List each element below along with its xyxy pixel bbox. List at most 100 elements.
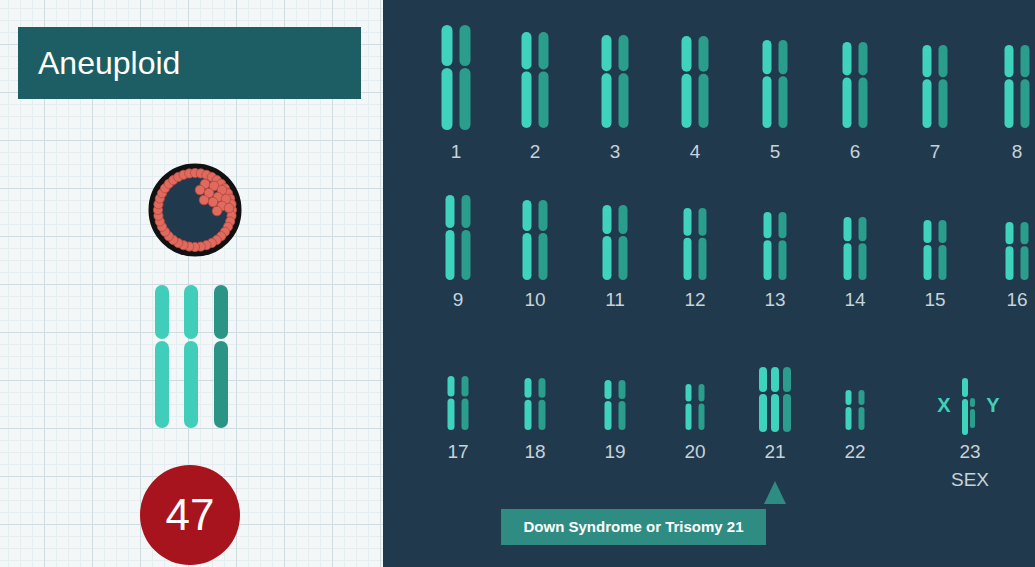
chromatid-arm <box>1021 246 1029 280</box>
chromatid-arm <box>1005 79 1014 128</box>
chromatid-arm <box>522 32 532 69</box>
cell-granule <box>195 185 205 195</box>
chromatid-arm <box>619 73 629 128</box>
cell-granule <box>208 197 218 207</box>
chromosome-number: 11 <box>605 289 625 311</box>
chromatid-arm <box>460 25 471 66</box>
chromatid-arm <box>763 76 772 128</box>
chromatid-arm <box>523 200 532 231</box>
pointer-triangle <box>764 481 786 504</box>
sex-label: SEX <box>951 469 989 491</box>
cell-granule <box>199 195 209 205</box>
chromatid-arm <box>619 380 626 399</box>
chromosome-number: 10 <box>524 289 545 311</box>
chromatid-arm <box>605 401 612 430</box>
cell-granule <box>224 203 234 213</box>
chromatid-arm <box>759 394 767 432</box>
chromatid-arm <box>764 240 772 280</box>
chromatid-arm <box>779 76 788 128</box>
chromatid-arm <box>462 195 471 228</box>
chromatid-arm <box>962 378 968 397</box>
sex-chromosome-letter: X <box>937 394 950 416</box>
chromosome-number: 9 <box>453 289 464 311</box>
chromatid-arm <box>605 380 612 399</box>
chromosome-number: 20 <box>684 441 705 463</box>
callout-text: Down Syndrome or Trisomy 21 <box>523 518 743 536</box>
chromosome-number: 22 <box>844 441 865 463</box>
chromatid-arm <box>1021 222 1029 244</box>
chromosome-number: 13 <box>764 289 785 311</box>
chromatid-arm <box>603 236 612 280</box>
chromatid-arm <box>844 217 852 241</box>
chromatid-arm <box>939 79 948 128</box>
chromosome-number: 23 <box>959 441 980 463</box>
chromatid-arm <box>783 394 791 432</box>
chromosome-number: 14 <box>844 289 865 311</box>
chromosome-number: 6 <box>850 141 861 163</box>
chromatid-arm <box>699 36 709 72</box>
chromatid-arm <box>779 212 787 238</box>
chromatid-arm <box>923 79 932 128</box>
chromosome-number: 15 <box>924 289 945 311</box>
chromosome-number: 12 <box>684 289 705 311</box>
chromatid-arm <box>539 200 548 231</box>
chromosome-number: 5 <box>770 141 781 163</box>
chromosome-number: 4 <box>690 141 701 163</box>
chromatid-arm <box>1021 45 1030 77</box>
chromosome-number: 1 <box>451 141 462 163</box>
chromatid-arm <box>446 195 455 228</box>
chromatid-arm <box>619 236 628 280</box>
chromatid-arm <box>184 285 198 339</box>
chromatid-arm <box>962 399 968 435</box>
chromatid-arm <box>939 245 947 280</box>
chromatid-arm <box>539 378 546 398</box>
chromatid-arm <box>859 217 867 241</box>
chromatid-arm <box>522 71 532 128</box>
chromatid-arm <box>602 73 612 128</box>
count-circle: 47 <box>140 465 240 565</box>
chromatid-arm <box>155 341 169 428</box>
cell-outline <box>151 166 239 254</box>
chromatid-arm <box>699 403 705 430</box>
chromatid-arm <box>525 378 532 398</box>
sex-chromosome-letter: Y <box>986 394 999 416</box>
chromosome-number: 3 <box>610 141 621 163</box>
chromatid-arm <box>939 45 948 77</box>
callout-box: Down Syndrome or Trisomy 21 <box>501 509 766 545</box>
chromatid-arm <box>759 367 767 392</box>
chromatid-arm <box>1006 222 1014 244</box>
karyotype-panel <box>383 0 1035 567</box>
chromatid-arm <box>214 285 228 339</box>
chromatid-arm <box>446 230 455 280</box>
chromatid-arm <box>602 35 612 71</box>
chromatid-arm <box>686 403 692 430</box>
chromatid-arm <box>699 384 705 401</box>
chromatid-arm <box>1005 45 1014 77</box>
chromatid-arm <box>682 74 692 128</box>
chromatid-arm <box>619 205 628 234</box>
chromosome-number: 17 <box>447 441 468 463</box>
chromatid-arm <box>539 233 548 280</box>
chromatid-arm <box>442 25 453 66</box>
chromatid-arm <box>859 77 868 128</box>
chromatid-arm <box>699 74 709 128</box>
chromatid-arm <box>684 238 692 280</box>
chromatid-arm <box>603 205 612 234</box>
chromosome-number: 18 <box>524 441 545 463</box>
chromatid-arm <box>844 243 852 280</box>
chromatid-arm <box>448 376 455 397</box>
chromosome-number: 2 <box>530 141 541 163</box>
chromatid-arm <box>539 71 549 128</box>
chromatid-arm <box>859 390 865 405</box>
chromatid-arm <box>970 398 975 407</box>
chromatid-arm <box>460 68 471 130</box>
chromatid-arm <box>779 240 787 280</box>
chromatid-arm <box>619 401 626 430</box>
chromatid-arm <box>859 243 867 280</box>
chromatid-arm <box>779 40 788 74</box>
chromosome-number: 19 <box>604 441 625 463</box>
chromatid-arm <box>462 376 469 397</box>
chromatid-arm <box>924 245 932 280</box>
chromosome-number: 16 <box>1006 289 1027 311</box>
chromatid-arm <box>525 400 532 430</box>
